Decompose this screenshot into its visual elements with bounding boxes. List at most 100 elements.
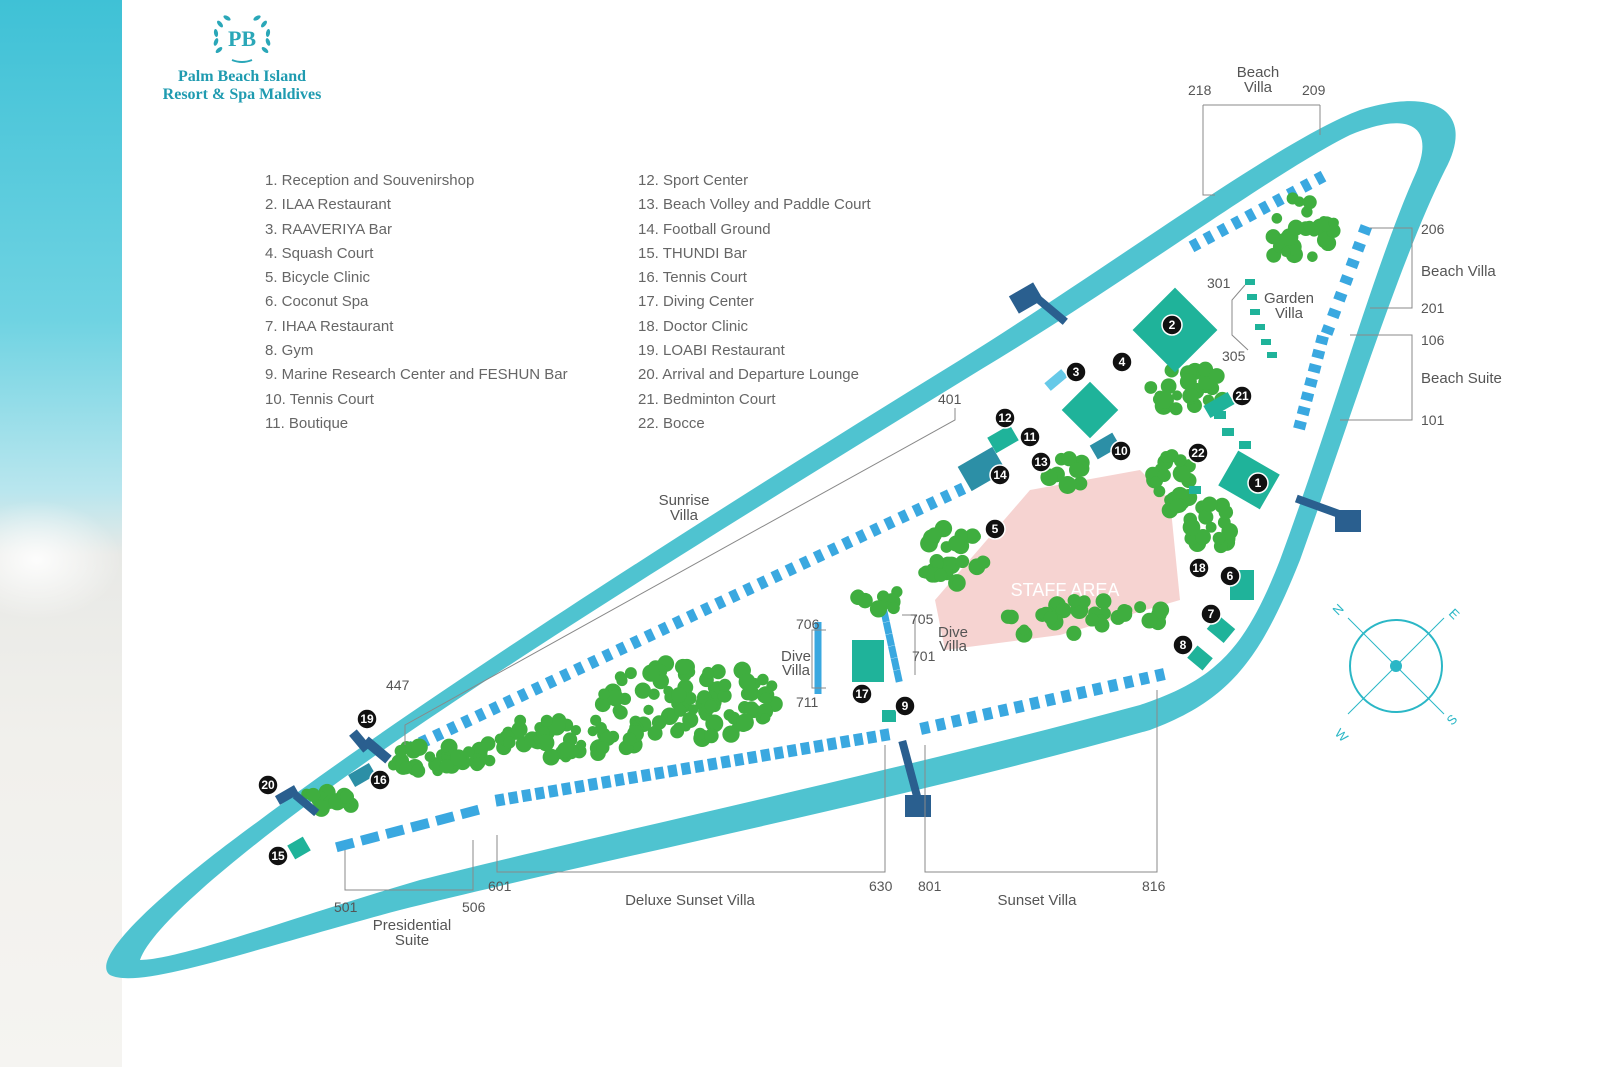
legend-item: 17. Diving Center [638,293,754,311]
room-101: 101 [1421,412,1445,428]
tree [440,741,452,753]
marker-13[interactable]: 13 [1030,451,1052,473]
marker-3[interactable]: 3 [1065,361,1087,383]
marker-18[interactable]: 18 [1188,557,1210,579]
small-building [1239,441,1251,449]
marker-21[interactable]: 21 [1231,385,1253,407]
villa-unit [653,766,665,780]
villa-unit [558,668,572,683]
marker-7[interactable]: 7 [1200,603,1222,625]
room-301: 301 [1207,275,1231,291]
villa-unit [814,658,822,670]
compass-s: S [1444,711,1461,728]
tree [1172,464,1191,483]
villa-unit [798,555,812,570]
marker-circle [984,518,1006,540]
tree [607,689,624,707]
marker-label: 15 [271,849,285,863]
marker-10[interactable]: 10 [1110,440,1132,462]
tree [1280,246,1291,257]
tree [1152,601,1170,619]
garden-villa-unit [1255,324,1265,330]
villa-unit [335,837,355,853]
tree [1212,531,1226,545]
tree [1271,213,1283,224]
room-630: 630 [869,878,893,894]
marker-22[interactable]: 22 [1187,442,1209,464]
tree [1117,606,1133,622]
marker-circle [1200,603,1222,625]
villa-unit [1091,682,1104,696]
marker-label: 7 [1208,607,1215,621]
marker-label: 21 [1235,389,1249,403]
tree [590,714,602,726]
dive-villa-left-label-1: Dive [781,648,811,665]
tree [1205,521,1217,533]
villa-unit [760,748,771,762]
marker-1[interactable]: 1 [1247,472,1269,494]
villa-unit [460,804,480,820]
tree [643,704,654,716]
tree [537,734,555,752]
tree [1328,217,1339,229]
villa-unit [720,755,732,769]
beach-villa-top-label-1: Beach [1237,64,1280,81]
villa-rows [335,170,1373,853]
tree [1174,454,1187,467]
villa-unit [1107,678,1119,693]
tree [704,699,717,712]
marker-2[interactable]: 2 [1161,314,1183,336]
villa-unit [601,648,614,663]
villa-unit [460,714,473,729]
marker-19[interactable]: 19 [356,708,378,730]
legend-item: 6. Coconut Spa [265,293,369,311]
jetties [274,282,1361,817]
tree [1197,361,1214,377]
marker-label: 1 [1255,476,1262,490]
marker-label: 3 [1073,365,1080,379]
tree [1058,476,1077,494]
resort-logo: PB Palm Beach Island Resort & Spa Maldiv… [142,8,342,104]
marker-17[interactable]: 17 [851,683,873,705]
marker-6[interactable]: 6 [1219,565,1241,587]
villa-unit [494,793,506,807]
marker-circle [989,464,1011,486]
marker-20[interactable]: 20 [257,774,279,796]
tree [624,667,637,680]
marker-8[interactable]: 8 [1172,634,1194,656]
room-816: 816 [1142,878,1166,894]
tree [736,713,754,732]
villa-unit [813,739,825,753]
legend-item: 4. Squash Court [265,244,374,262]
villa-unit [893,669,903,683]
villa-unit [680,761,692,776]
room-601: 601 [488,878,512,894]
marker-14[interactable]: 14 [989,464,1011,486]
logo-monogram: PB [227,26,257,51]
resort-name-line2: Resort & Spa Maldives [162,86,322,103]
marker-9[interactable]: 9 [894,695,916,717]
beach-villa-top-label-2: Villa [1244,79,1273,96]
tree [312,799,330,817]
marker-15[interactable]: 15 [267,845,289,867]
marker-circle [1247,472,1269,494]
villa-unit [1044,692,1057,707]
marker-12[interactable]: 12 [994,407,1016,429]
marker-4[interactable]: 4 [1111,351,1133,373]
room-201: 201 [1421,300,1445,316]
tree [683,691,697,705]
tree [955,554,970,569]
villa-unit [1154,668,1166,682]
marker-11[interactable]: 11 [1019,426,1041,448]
tree [1141,612,1158,629]
marker-5[interactable]: 5 [984,518,1006,540]
villa-unit [1013,699,1025,714]
marker-circle [1111,351,1133,373]
marker-16[interactable]: 16 [369,769,391,791]
marker-label: 5 [992,522,999,536]
tree [1157,468,1171,482]
tree [704,728,719,744]
tree [1067,593,1082,608]
marker-label: 22 [1191,446,1205,460]
villa-unit [1345,257,1360,270]
